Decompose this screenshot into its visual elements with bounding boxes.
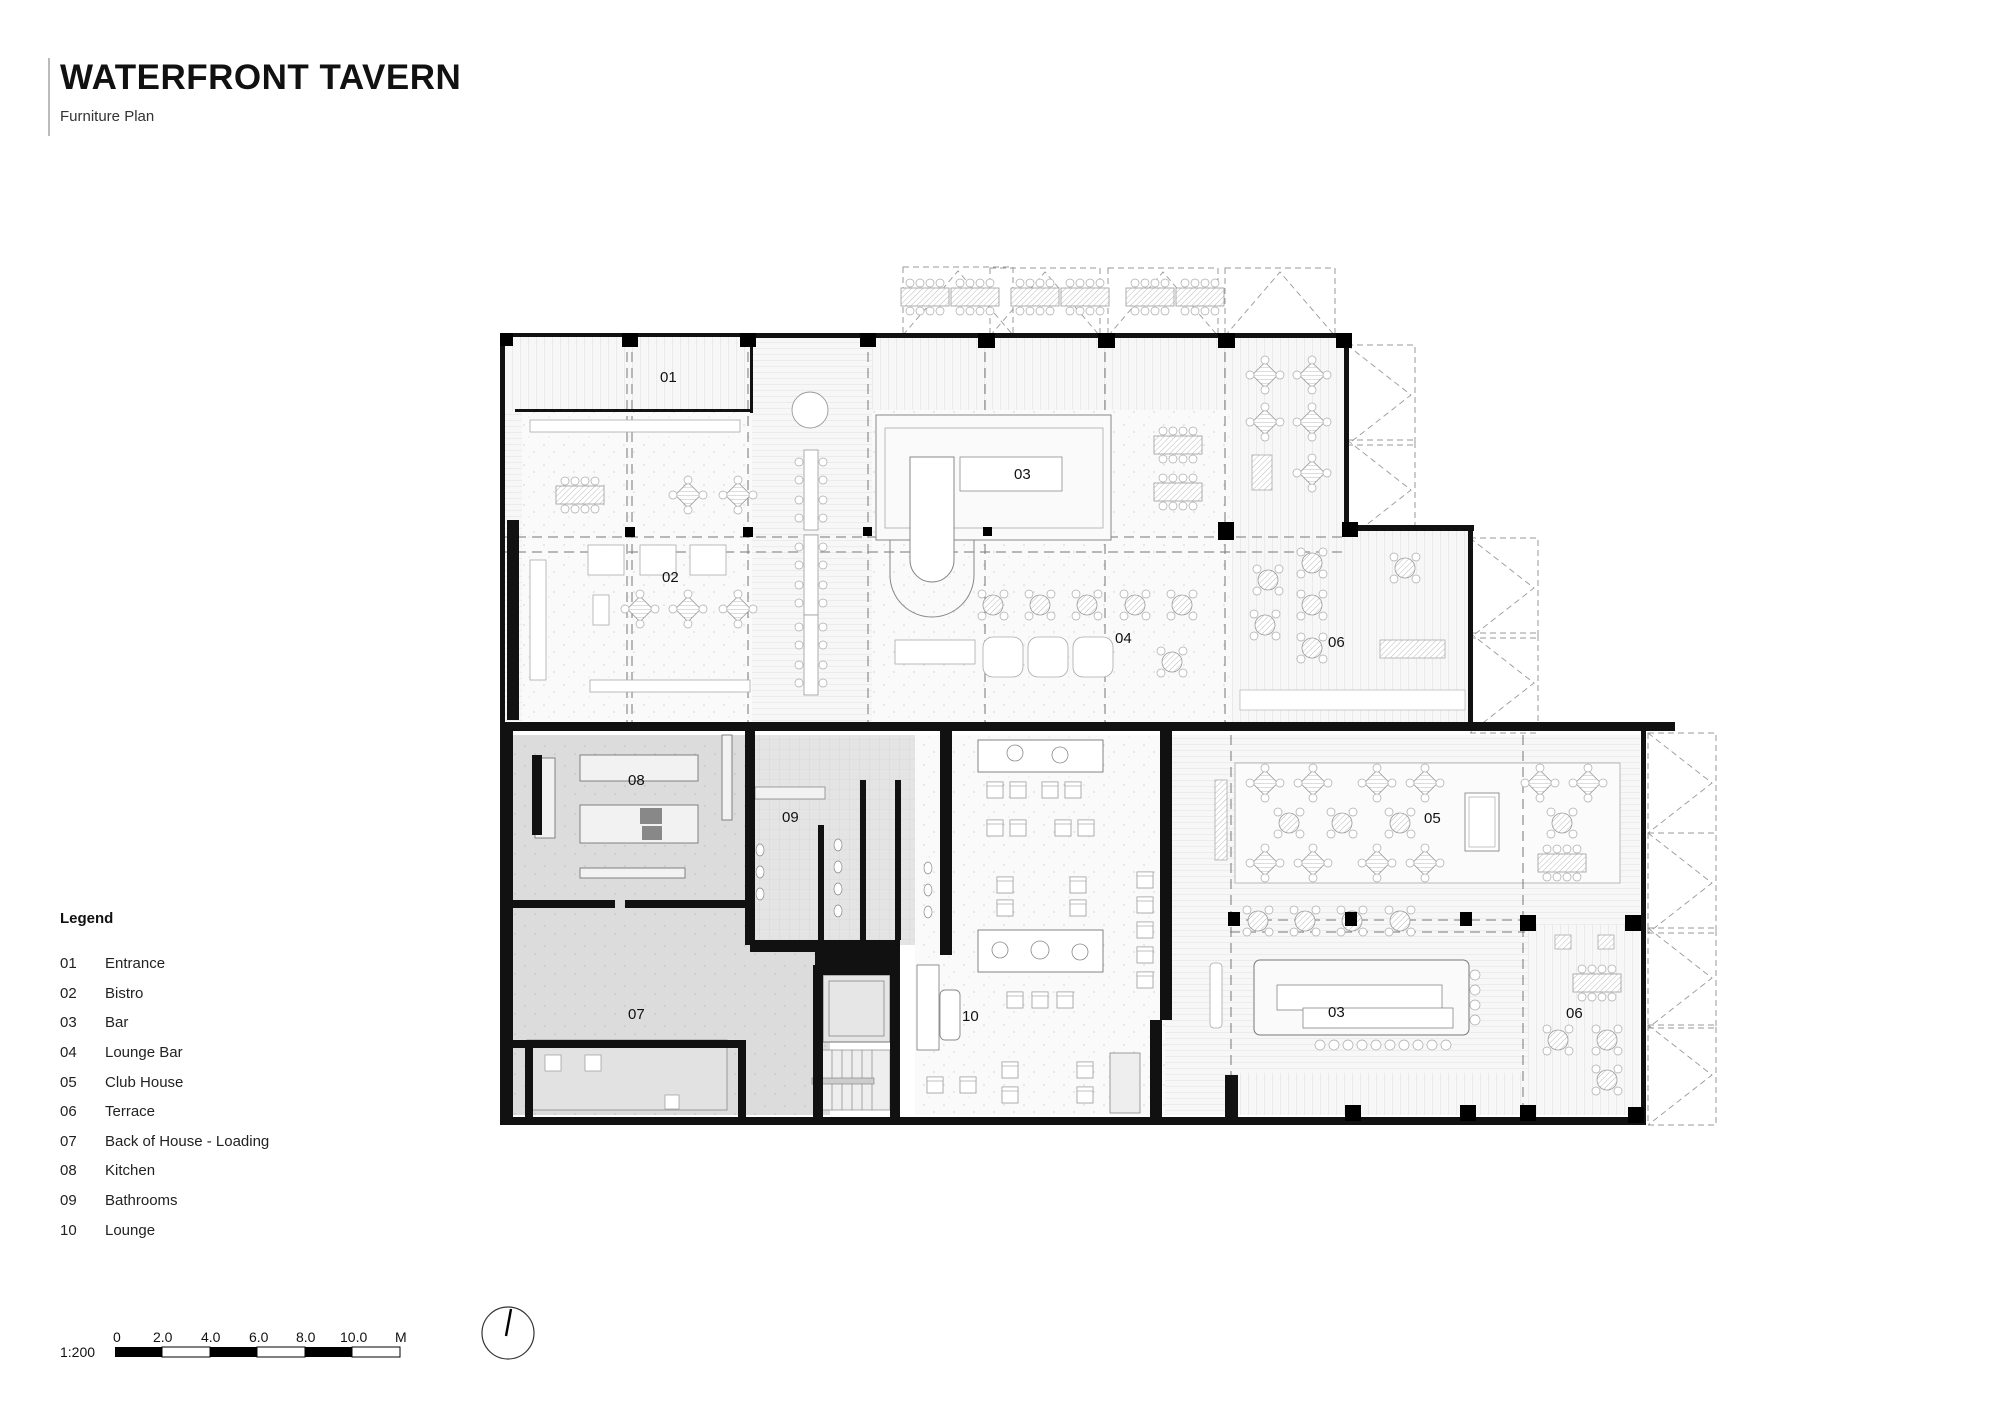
- room-label-05: 05: [1424, 810, 1441, 827]
- legend-item: 06 Terrace: [60, 1097, 269, 1127]
- terrace-lower-floor: [1528, 925, 1640, 1115]
- lounge-furniture: [916, 739, 1154, 1114]
- legend-label: Kitchen: [105, 1162, 156, 1180]
- terrace-lower-furniture: [1542, 934, 1623, 1096]
- north-arrow-icon: [481, 1306, 535, 1360]
- legend-code: 07: [60, 1132, 77, 1150]
- terrace-upper-floor: [1232, 336, 1344, 722]
- legend-item: 01 Entrance: [60, 949, 269, 979]
- legend-item: 09 Bathrooms: [60, 1186, 269, 1216]
- legend-code: 01: [60, 955, 77, 973]
- room-label-09: 09: [782, 809, 799, 826]
- walls: [500, 333, 1675, 1125]
- drawing-subtitle: Furniture Plan: [60, 108, 155, 125]
- legend-item: 08 Kitchen: [60, 1156, 269, 1186]
- room-label-06-upper: 06: [1328, 634, 1345, 651]
- scale-tick-8: 8.0: [296, 1329, 316, 1345]
- legend-label: Entrance: [105, 955, 166, 973]
- terrace-upper-furniture: [1239, 355, 1466, 711]
- legend-item: 05 Club House: [60, 1067, 269, 1097]
- bistro-furniture: [529, 419, 758, 693]
- legend-item: 03 Bar: [60, 1008, 269, 1038]
- legend-item: 10 Lounge: [60, 1215, 269, 1245]
- room-label-03-lower: 03: [1328, 1004, 1345, 1021]
- stair: [811, 1049, 891, 1111]
- scale-unit: M: [395, 1329, 407, 1345]
- room-label-06-lower: 06: [1566, 1005, 1583, 1022]
- legend-label: Lounge Bar: [105, 1044, 183, 1062]
- room-label-04: 04: [1115, 630, 1132, 647]
- scale-tick-6: 6.0: [249, 1329, 269, 1345]
- title-block: WATERFRONT TAVERN Furniture Plan: [48, 58, 461, 136]
- room-labels: 01 02 03 04 06 08 09 05 07 10 03 06: [628, 369, 1583, 1025]
- corridor-furniture: [791, 391, 829, 696]
- scale-tick-2: 2.0: [153, 1329, 173, 1345]
- lounge-bar-counter: [916, 964, 940, 1051]
- legend-code: 03: [60, 1014, 77, 1032]
- scale-bar: 1:200 0 2.0 4.0 6.0 8.0 10.0 M: [60, 1329, 407, 1360]
- room-label-08: 08: [628, 772, 645, 789]
- scale-tick-10: 10.0: [340, 1329, 367, 1345]
- legend-label: Bistro: [105, 984, 144, 1002]
- legend-code: 10: [60, 1221, 77, 1239]
- scale-ratio: 1:200: [60, 1344, 95, 1360]
- clubhouse-furniture: [1209, 763, 1608, 1051]
- room-label-02: 02: [662, 569, 679, 586]
- elevator: [822, 974, 891, 1043]
- legend-label: Bathrooms: [105, 1192, 178, 1210]
- columns: [500, 333, 1644, 1123]
- legend-code: 06: [60, 1103, 77, 1121]
- boh-fixtures: [526, 974, 891, 1111]
- legend-code: 02: [60, 984, 77, 1002]
- legend-label: Terrace: [105, 1103, 156, 1121]
- pool-table: [1464, 792, 1500, 852]
- lounge-floor: [915, 735, 1165, 1115]
- legend-code: 04: [60, 1044, 77, 1062]
- legend-title: Legend: [60, 910, 114, 927]
- legend-label: Bar: [105, 1014, 129, 1032]
- legend-code: 09: [60, 1192, 77, 1210]
- bar-upper: [875, 278, 1225, 678]
- room-label-01: 01: [660, 369, 677, 386]
- room-label-10: 10: [962, 1008, 979, 1025]
- legend-label: Back of House - Loading: [105, 1132, 270, 1150]
- legend-item: 04 Lounge Bar: [60, 1038, 269, 1068]
- legend-label: Lounge: [105, 1221, 156, 1239]
- legend-item: 02 Bistro: [60, 979, 269, 1009]
- legend-item: 07 Back of House - Loading: [60, 1127, 269, 1157]
- scale-tick-0: 0: [113, 1329, 121, 1345]
- legend-code: 08: [60, 1162, 77, 1180]
- room-label-03-upper: 03: [1014, 466, 1031, 483]
- drawing-title: WATERFRONT TAVERN: [60, 58, 462, 97]
- room-label-07: 07: [628, 1006, 645, 1023]
- scale-tick-4: 4.0: [201, 1329, 221, 1345]
- legend-label: Club House: [105, 1073, 184, 1091]
- legend-code: 05: [60, 1073, 77, 1091]
